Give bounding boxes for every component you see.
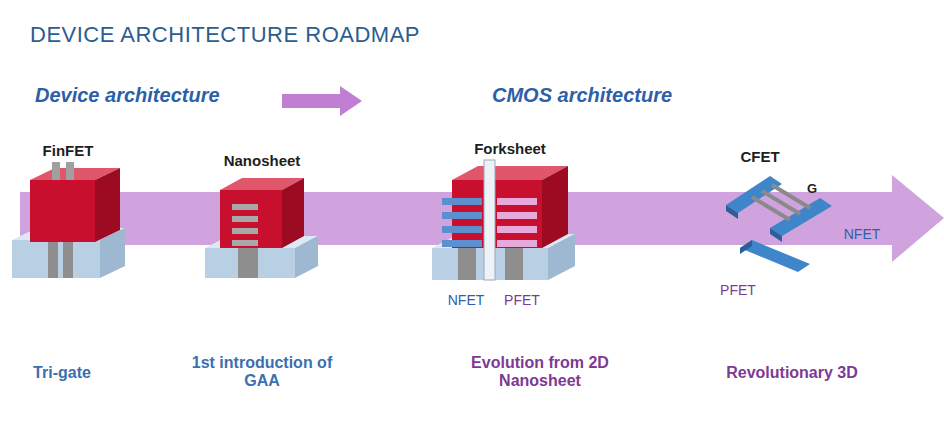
cfet-figure (726, 176, 840, 272)
gate-label: G (807, 182, 817, 197)
stage-caption: Tri-gate (33, 364, 91, 382)
device-name: FinFET (43, 142, 94, 159)
forksheet-figure (432, 160, 575, 280)
section-heading: CMOS architecture (492, 84, 672, 107)
nfet-label: NFET (844, 226, 881, 242)
pfet-label: PFET (504, 292, 540, 308)
diagram-title: DEVICE ARCHITECTURE ROADMAP (30, 22, 420, 47)
pfet-label: PFET (720, 282, 756, 298)
nfet-label: NFET (448, 292, 485, 308)
nanosheet-figure (205, 178, 318, 278)
stage-caption: 1st introduction of GAA (187, 354, 337, 391)
finfet-figure (12, 162, 125, 278)
section-heading: Device architecture (35, 84, 220, 107)
stage-caption: Evolution from 2D Nanosheet (445, 354, 635, 391)
device-name: Forksheet (474, 140, 546, 157)
device-name: CFET (740, 148, 779, 165)
device-name: Nanosheet (224, 152, 301, 169)
small-arrow (282, 86, 362, 116)
stage-caption: Revolutionary 3D (726, 364, 858, 382)
